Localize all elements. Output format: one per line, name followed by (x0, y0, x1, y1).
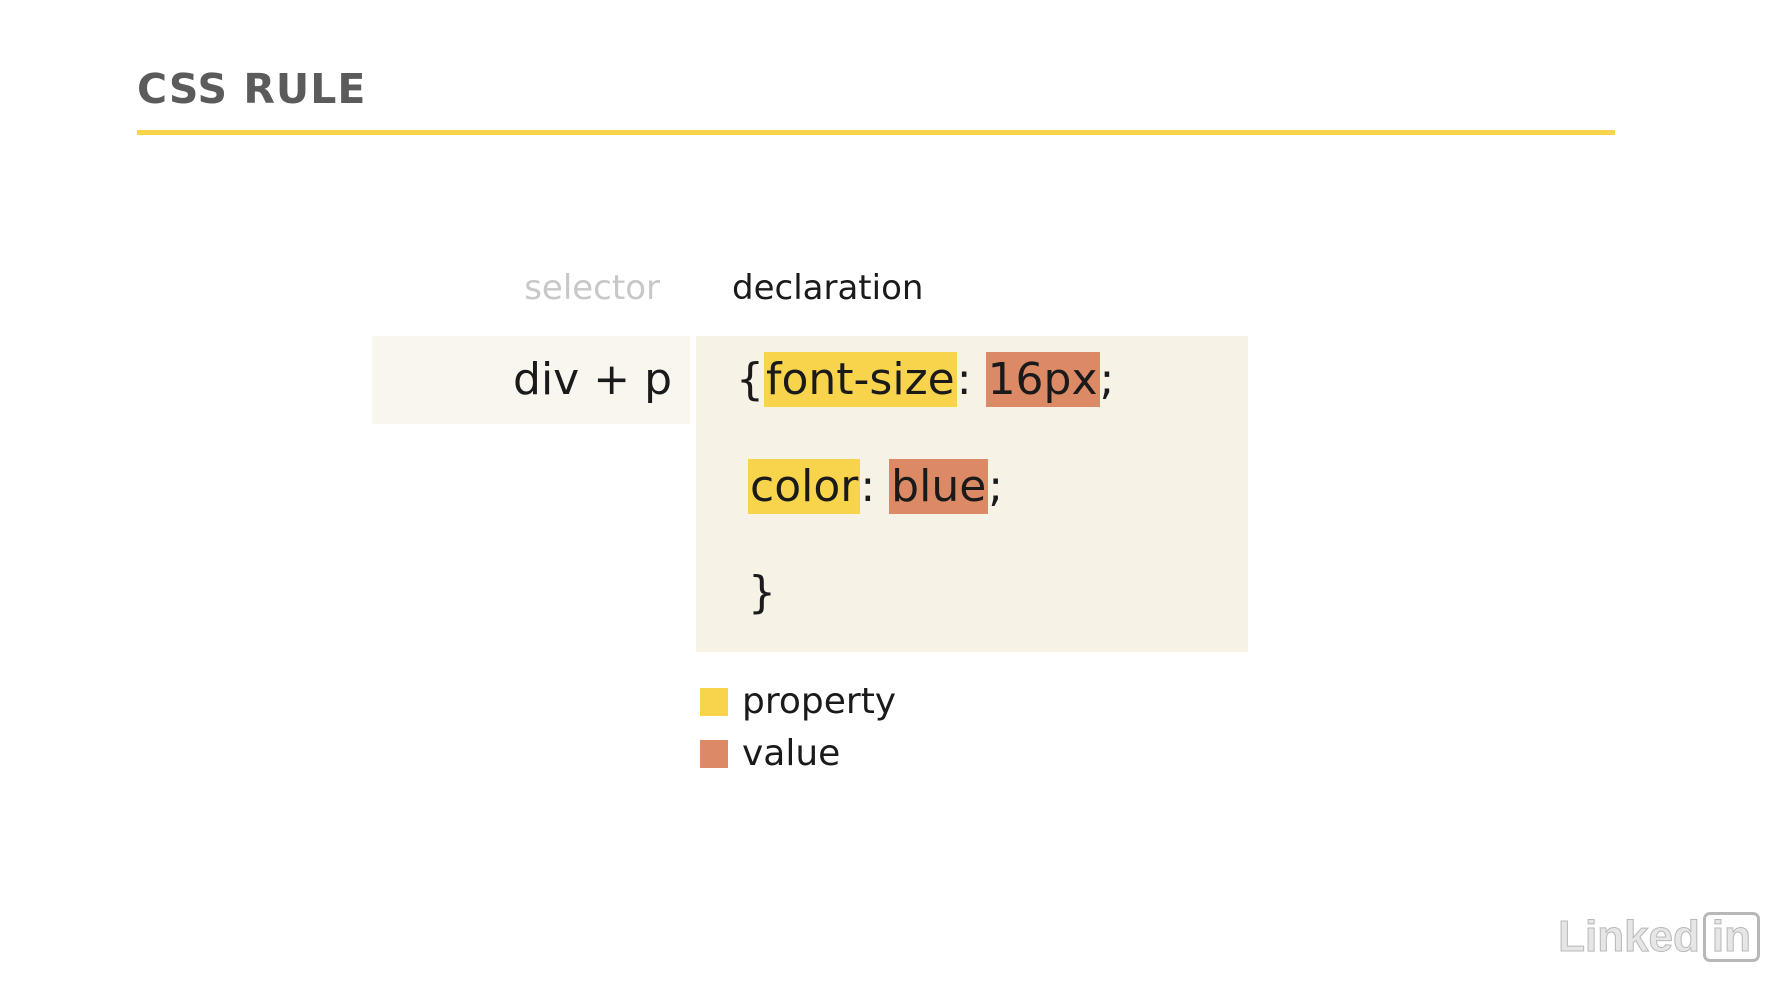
legend-swatch-value (700, 740, 728, 768)
selector-box: div + p (372, 336, 690, 424)
logo-text: Linked (1558, 912, 1701, 962)
selector-text: div + p (513, 354, 672, 405)
semicolon: ; (988, 461, 1004, 512)
legend-swatch-property (700, 688, 728, 716)
title-underline (137, 130, 1615, 135)
logo-in-box: in (1702, 912, 1760, 962)
value-blue: blue (889, 459, 989, 514)
open-brace: { (736, 354, 764, 405)
colon: : (956, 354, 986, 405)
selector-header: selector (524, 268, 660, 308)
declaration-box: {font-size: 16px; color: blue; } (696, 336, 1248, 652)
slide-title: CSS RULE (137, 65, 367, 113)
legend-item-property: property (700, 676, 896, 728)
legend-label-property: property (742, 681, 897, 722)
value-16px: 16px (985, 352, 1100, 407)
property-color: color (748, 459, 861, 514)
declaration-line-1: {font-size: 16px; (736, 352, 1115, 407)
legend-item-value: value (700, 728, 896, 780)
legend-label-value: value (742, 733, 841, 774)
declaration-header: declaration (732, 268, 924, 308)
declaration-line-2: color: blue; (748, 459, 1004, 514)
colon: : (860, 461, 890, 512)
property-font-size: font-size (764, 352, 957, 407)
declaration-line-3: } (748, 566, 776, 620)
semicolon: ; (1099, 354, 1115, 405)
legend: property value (700, 676, 896, 780)
close-brace: } (748, 567, 776, 618)
